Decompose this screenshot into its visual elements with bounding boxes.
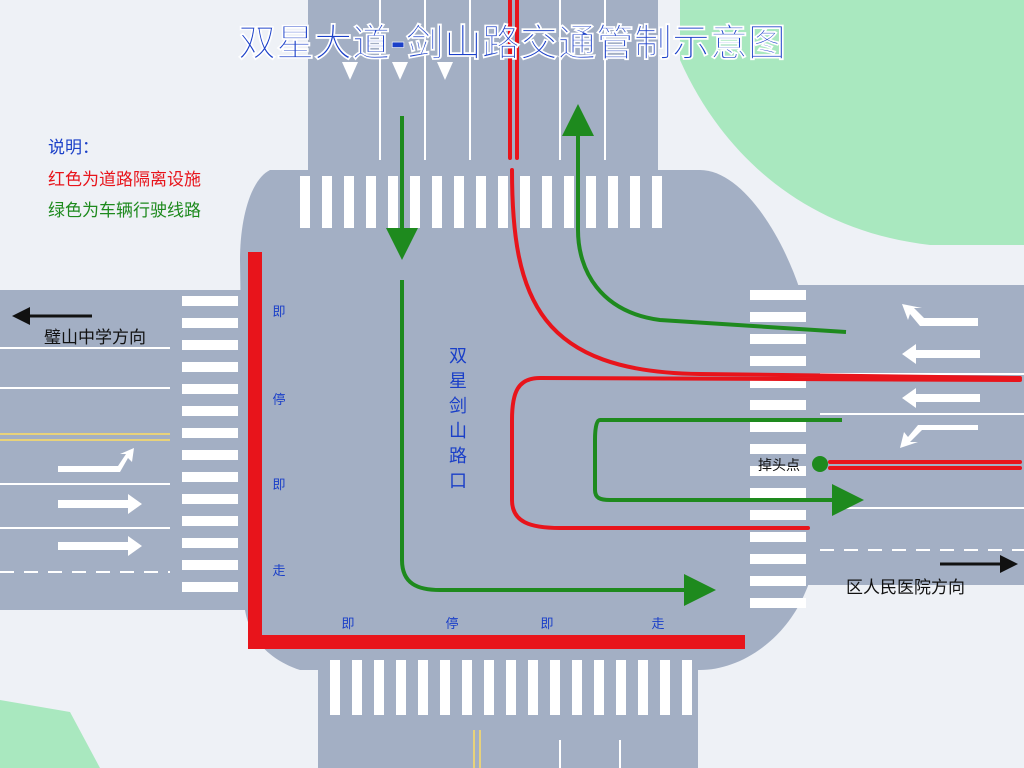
route-uturn [593, 418, 864, 516]
south-lane-lines [473, 730, 621, 768]
svg-text:即: 即 [272, 478, 285, 493]
crosswalk-east [750, 290, 806, 608]
svg-text:走: 走 [272, 564, 285, 579]
uturn-point-label: 掉头点 [758, 458, 800, 474]
route-lines [386, 104, 864, 606]
green-area-southwest [0, 700, 100, 768]
intersection [240, 170, 810, 670]
barrier-curve-north-east [510, 168, 1022, 380]
svg-text:停: 停 [272, 392, 285, 408]
east-lane-arrows [900, 304, 980, 448]
barrier-l-shape [248, 252, 745, 649]
svg-text:停: 停 [445, 616, 458, 632]
svg-text:星: 星 [449, 371, 467, 392]
svg-text:即: 即 [540, 617, 553, 632]
svg-text:双: 双 [449, 346, 467, 367]
svg-text:路: 路 [449, 446, 467, 467]
crosswalk-north [300, 176, 662, 228]
route-west-to-north [562, 104, 847, 334]
barrier-u-shape [510, 375, 1022, 530]
crosswalk-west [182, 296, 238, 592]
legend-heading: 说明： [48, 138, 99, 158]
north-lane-arrows [342, 62, 453, 80]
uturn-point-dot [812, 456, 828, 472]
direction-east-label: 区人民医院方向 [846, 578, 965, 598]
legend-red: 红色为道路隔离设施 [48, 170, 201, 190]
green-area-northeast [680, 0, 1024, 245]
page-title: 双星大道-剑山路交通管制示意图 [238, 21, 786, 65]
stop-go-horizontal: 即 停 即 走 [341, 616, 664, 632]
svg-text:剑: 剑 [449, 396, 467, 417]
legend-green: 绿色为车辆行驶线路 [48, 201, 201, 221]
svg-text:山: 山 [449, 421, 467, 442]
west-lane-arrows [58, 448, 142, 556]
svg-text:即: 即 [341, 617, 354, 632]
junction-label: 双 星 剑 山 路 口 [449, 346, 467, 492]
barrier-lines [248, 0, 1022, 649]
north-lane-lines [379, 0, 606, 160]
svg-text:即: 即 [272, 305, 285, 320]
svg-text:口: 口 [449, 471, 467, 492]
direction-west-label: 璧山中学方向 [44, 328, 146, 348]
road-north [308, 0, 658, 200]
crosswalk-south [330, 660, 692, 715]
svg-text:走: 走 [651, 617, 664, 632]
stop-go-vertical: 即 停 即 走 [272, 305, 285, 579]
west-lane-lines [0, 347, 170, 573]
route-southbound-to-east [400, 280, 716, 606]
